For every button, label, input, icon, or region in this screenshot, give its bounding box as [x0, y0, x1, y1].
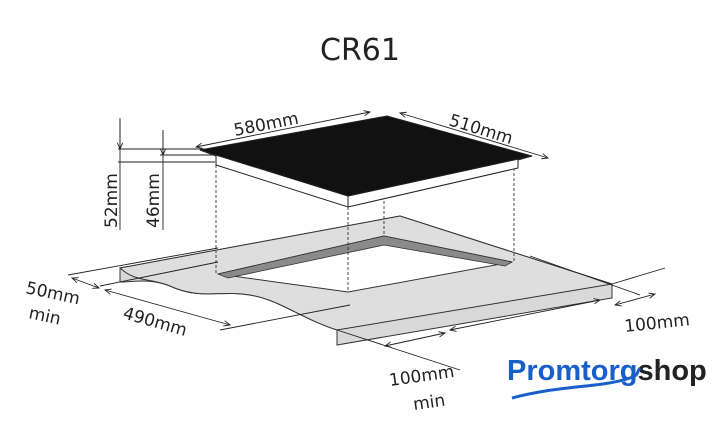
min-back-suffix: min: [27, 303, 63, 329]
height-builtin-label: 46mm: [144, 173, 164, 228]
cutout-depth-label: 490mm: [121, 304, 190, 341]
height-total-label: 52mm: [102, 173, 122, 228]
logo-part2: shop: [638, 355, 707, 387]
dimension-lines: [67, 112, 666, 371]
countertop: [118, 215, 613, 346]
cutout-wall: [216, 235, 514, 279]
front-margin-suffix: min: [412, 391, 447, 415]
logo-swoosh: [511, 366, 642, 400]
side-margin-label: 100mm: [623, 310, 690, 337]
promtorgshop-logo: Promtorgshop: [507, 355, 707, 400]
front-margin-label: 100mm: [388, 362, 456, 391]
model-title: CR61: [320, 33, 400, 68]
projection-lines: [215, 165, 515, 292]
